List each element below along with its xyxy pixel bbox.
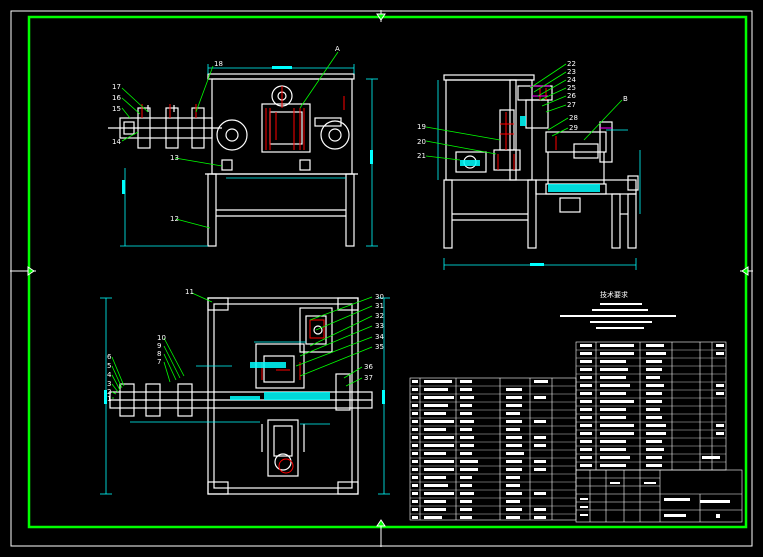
label-8: 8 <box>157 350 161 358</box>
label-37: 37 <box>364 374 373 382</box>
label-15: 15 <box>112 105 121 113</box>
outer-border <box>10 10 753 547</box>
plan-view-cyan-fill <box>230 362 330 400</box>
label-31: 31 <box>375 302 384 310</box>
label-1: 1 <box>107 395 111 403</box>
side-view-leaders <box>425 63 623 161</box>
label-26: 26 <box>567 92 576 100</box>
label-28: 28 <box>569 114 578 122</box>
label-2: 2 <box>107 388 111 396</box>
label-7: 7 <box>157 358 161 366</box>
label-14: 14 <box>112 138 121 146</box>
label-25: 25 <box>567 84 576 92</box>
parts-list-left-rows <box>410 385 576 515</box>
label-4: 4 <box>107 371 112 379</box>
plan-view-dimensions <box>100 297 390 495</box>
parts-list-left-text <box>412 380 548 519</box>
label-30: 30 <box>375 293 384 301</box>
label-10: 10 <box>157 334 166 342</box>
label-21: 21 <box>417 152 426 160</box>
label-35: 35 <box>375 343 384 351</box>
label-6: 6 <box>107 353 112 361</box>
drawing-frame <box>27 15 748 529</box>
parts-list-right-rows <box>576 349 726 463</box>
label-B: B <box>623 95 628 103</box>
label-36: 36 <box>364 363 373 371</box>
front-view <box>108 73 358 247</box>
label-24: 24 <box>567 76 576 84</box>
label-34: 34 <box>375 333 384 341</box>
front-view-red-details <box>141 86 345 150</box>
front-view-dimensions <box>120 64 378 247</box>
centering-marks <box>10 10 753 547</box>
label-20: 20 <box>417 138 426 146</box>
label-29: 29 <box>569 124 578 132</box>
side-view-label-text: 22 23 24 25 26 27 B 28 29 19 20 21 <box>417 60 628 160</box>
front-view-leaders <box>121 51 339 229</box>
plan-view-leaders <box>111 292 373 399</box>
parts-list-right-text <box>580 344 724 467</box>
label-23: 23 <box>567 68 576 76</box>
side-view-red-details <box>497 88 557 170</box>
label-22: 22 <box>567 60 576 68</box>
label-19: 19 <box>417 123 426 131</box>
side-view-dimensions <box>437 80 641 270</box>
label-9: 9 <box>157 342 161 350</box>
label-17: 17 <box>112 83 121 91</box>
tech-notes-lines <box>560 303 676 329</box>
label-13: 13 <box>170 154 179 162</box>
label-18: 18 <box>214 60 223 68</box>
side-view <box>443 74 639 249</box>
label-A: A <box>335 45 340 53</box>
label-27: 27 <box>567 101 576 109</box>
front-view-label-text: 18 17 16 15 14 13 12 A <box>112 45 340 223</box>
label-12: 12 <box>170 215 179 223</box>
label-3: 3 <box>107 380 111 388</box>
label-33: 33 <box>375 322 384 330</box>
label-11: 11 <box>185 288 194 296</box>
title-block <box>575 469 743 523</box>
plan-view-label-text: 11 10 9 8 7 6 5 4 3 2 1 30 31 32 33 34 3… <box>107 288 384 403</box>
label-16: 16 <box>112 94 121 102</box>
title-block-text <box>580 482 730 518</box>
tech-notes-heading: 技术要求 <box>600 290 628 299</box>
label-32: 32 <box>375 312 384 320</box>
side-view-cyan-fill <box>460 116 600 192</box>
parts-list-left <box>409 377 577 521</box>
label-5: 5 <box>107 362 111 370</box>
